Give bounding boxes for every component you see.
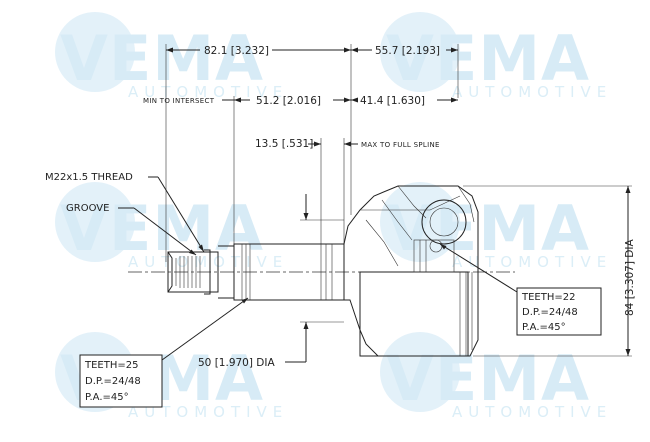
dim-55-7: 55.7 [2.193] <box>375 45 440 57</box>
watermark-top-right: VEMA AUTOMOTIVE <box>380 12 612 101</box>
watermark-brand: VEMA <box>386 22 590 95</box>
leader-thread: M22x1.5 THREAD <box>45 172 205 253</box>
leader-groove: GROOVE <box>66 203 197 256</box>
note-groove: GROOVE <box>66 203 109 214</box>
spec-box-outer: TEETH=22 D.P.=24/48 P.A.=45° <box>439 243 602 336</box>
watermark-top-left: VEMA AUTOMOTIVE <box>55 12 288 101</box>
spec-box-inner: TEETH=25 D.P.=24/48 P.A.=45° <box>79 297 249 408</box>
dim-51-2: 51.2 [2.016] <box>256 95 321 107</box>
extension-lines <box>165 44 632 357</box>
dimension-spline: 13.5 [.531] MAX TO FULL SPLINE <box>255 138 440 150</box>
dimension-shaft-dia: 50 [1.970] DIA <box>198 194 344 369</box>
spec-outer-dp: D.P.=24/48 <box>522 307 578 318</box>
bell-housing <box>343 185 479 357</box>
note-min-intersect: MIN TO INTERSECT <box>143 97 215 105</box>
watermark-sub: AUTOMOTIVE <box>452 83 612 101</box>
spec-inner-teeth: TEETH=25 <box>84 360 138 371</box>
watermark-mid-right: VEMA AUTOMOTIVE <box>380 182 612 271</box>
spec-outer-pa: P.A.=45° <box>522 322 566 333</box>
watermark-sub: AUTOMOTIVE <box>128 403 288 421</box>
dimension-outer-length: 41.4 [1.630] <box>351 95 458 107</box>
watermark-sub: AUTOMOTIVE <box>128 83 288 101</box>
dimension-housing-dia: 84 [3.307] DIA <box>624 186 636 356</box>
watermark-sub: AUTOMOTIVE <box>452 253 612 271</box>
dim-41-4: 41.4 [1.630] <box>360 95 425 107</box>
watermark-brand: VEMA <box>60 22 264 95</box>
watermark-brand: VEMA <box>386 342 590 415</box>
watermark-sub: AUTOMOTIVE <box>452 403 612 421</box>
note-thread: M22x1.5 THREAD <box>45 172 133 183</box>
spec-inner-pa: P.A.=45° <box>85 392 129 403</box>
dim-50-dia: 50 [1.970] DIA <box>198 357 275 369</box>
threaded-end <box>167 249 219 295</box>
spec-inner-dp: D.P.=24/48 <box>85 376 141 387</box>
spec-outer-teeth: TEETH=22 <box>521 292 575 303</box>
watermark-sub: AUTOMOTIVE <box>128 253 288 271</box>
dimension-overall-right: 55.7 [2.193] <box>351 45 458 57</box>
dim-84-dia: 84 [3.307] DIA <box>624 239 636 316</box>
watermark-mid-left: VEMA AUTOMOTIVE <box>55 182 288 271</box>
watermark-bottom-right: VEMA AUTOMOTIVE <box>380 332 612 421</box>
dimension-min-intersect: MIN TO INTERSECT 51.2 [2.016] <box>143 95 351 107</box>
dimension-overall-left: 82.1 [3.232] <box>166 45 351 57</box>
dim-82-1: 82.1 [3.232] <box>204 45 269 57</box>
note-max-spline: MAX TO FULL SPLINE <box>361 141 440 149</box>
dim-13-5: 13.5 [.531] <box>255 138 313 150</box>
